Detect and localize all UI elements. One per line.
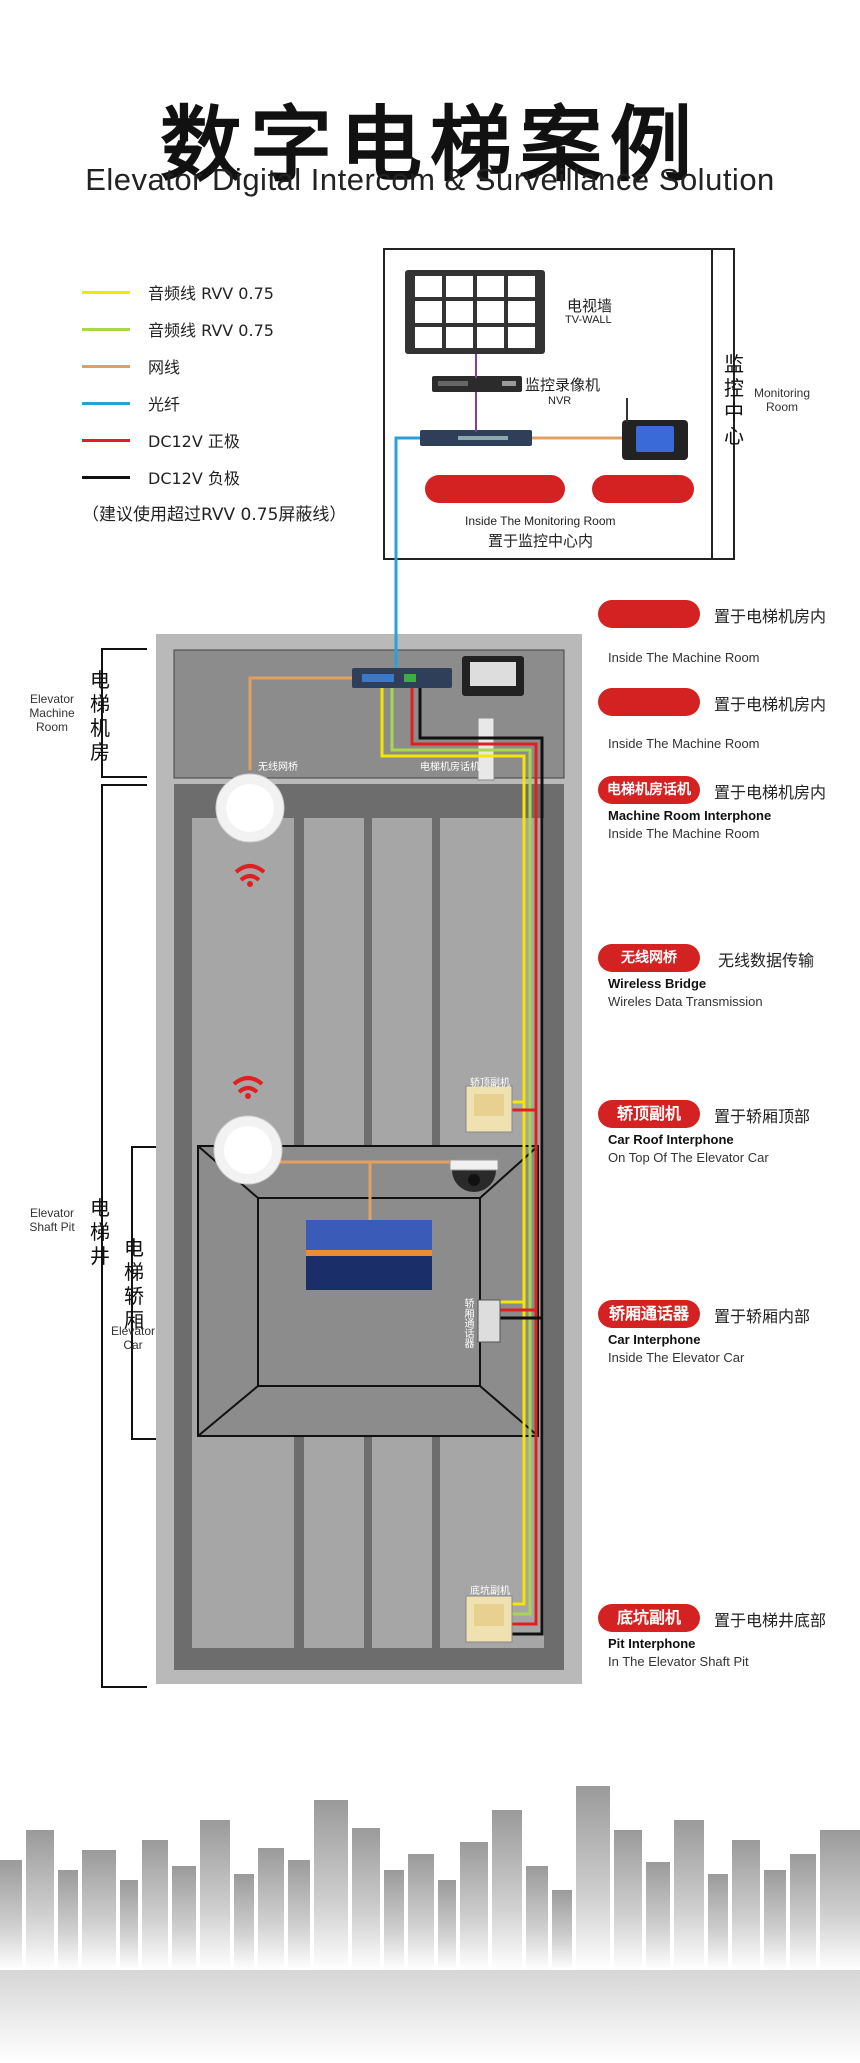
network-line bbox=[248, 676, 352, 770]
legend-swatch bbox=[82, 476, 130, 479]
wifi-signal-icon bbox=[234, 864, 266, 874]
right-label-en-1: Car Interphone bbox=[608, 1332, 701, 1347]
monitoring-room-label-en: Monitoring Room bbox=[753, 386, 811, 414]
redacted-label bbox=[598, 600, 700, 628]
right-label-pill: 轿顶副机 bbox=[598, 1100, 700, 1128]
switch-icon bbox=[420, 430, 532, 446]
car-edge bbox=[479, 1385, 539, 1437]
pit-label: 底坑副机 bbox=[470, 1586, 510, 1597]
machine-room-bracket bbox=[101, 648, 147, 778]
nvr-label-en: NVR bbox=[548, 395, 572, 407]
legend-label: 音频线 RVV 0.75 bbox=[148, 284, 274, 303]
power-line-black bbox=[418, 688, 544, 1636]
city-skyline-image bbox=[0, 1786, 860, 2063]
monitoring-inside-en: Inside The Monitoring Room bbox=[465, 514, 616, 528]
right-label-en-2: On Top Of The Elevator Car bbox=[608, 1150, 769, 1165]
legend-swatch bbox=[82, 291, 130, 294]
right-label-zh: 无线数据传输 bbox=[718, 951, 815, 970]
machine-room-label-en: Elevator Machine Room bbox=[29, 692, 75, 734]
monitoring-room-box bbox=[383, 248, 735, 560]
redacted-label bbox=[592, 475, 694, 503]
car-label-zh: 电梯轿厢 bbox=[124, 1236, 144, 1332]
car-edge bbox=[479, 1145, 539, 1199]
right-label-pill: 电梯机房话机 bbox=[598, 776, 700, 804]
right-label-zh: 置于电梯井底部 bbox=[714, 1611, 827, 1630]
right-label-zh: 置于电梯机房内 bbox=[714, 695, 827, 714]
right-label-en-1: Wireless Bridge bbox=[608, 976, 707, 991]
fiber-line bbox=[394, 436, 420, 668]
right-label-pill: 轿厢通话器 bbox=[598, 1300, 700, 1328]
shaft-pit-label-en: Elevator Shaft Pit bbox=[29, 1206, 75, 1234]
car-roof-interphone bbox=[465, 1085, 513, 1133]
monitoring-room-divider bbox=[711, 248, 713, 558]
nvr-label-zh: 监控录像机 bbox=[525, 376, 601, 394]
shaft-pit-bracket bbox=[101, 784, 147, 1688]
power-line-red bbox=[410, 688, 538, 1626]
legend-swatch bbox=[82, 328, 130, 331]
machine-room-label-zh: 电梯机房 bbox=[90, 668, 110, 764]
wifi-signal-icon bbox=[232, 1076, 264, 1086]
power-box-face bbox=[470, 662, 516, 686]
right-label-en: Inside The Machine Room bbox=[608, 736, 760, 751]
right-label-en-2: Wireles Data Transmission bbox=[608, 994, 763, 1009]
right-label-en: Inside The Machine Room bbox=[608, 650, 760, 665]
right-label-en-2: Inside The Machine Room bbox=[608, 826, 760, 841]
master-station-mic bbox=[626, 398, 628, 422]
car-interphone bbox=[477, 1299, 501, 1343]
right-label-zh: 置于轿厢内部 bbox=[714, 1307, 811, 1326]
redacted-label bbox=[425, 475, 565, 503]
right-label-zh: 置于电梯机房内 bbox=[714, 783, 827, 802]
legend-label: 光纤 bbox=[148, 395, 181, 414]
car-edge bbox=[197, 1385, 259, 1437]
redacted-label bbox=[598, 688, 700, 716]
car-bracket bbox=[131, 1146, 177, 1440]
car-roof-label: 轿顶副机 bbox=[470, 1078, 510, 1089]
legend-swatch bbox=[82, 402, 130, 405]
master-station-icon bbox=[622, 420, 688, 460]
machine-room-switch-ports bbox=[362, 674, 394, 682]
right-label-en-2: In The Elevator Shaft Pit bbox=[608, 1654, 749, 1669]
shaft-pit-label-zh: 电梯井 bbox=[90, 1196, 110, 1268]
legend-label: DC12V 负极 bbox=[148, 469, 240, 488]
machine-room-switch bbox=[352, 668, 452, 688]
pit-interphone bbox=[465, 1595, 513, 1643]
right-label-zh: 置于电梯机房内 bbox=[714, 607, 827, 626]
car-label-en: Elevator Car bbox=[110, 1324, 156, 1352]
monitoring-inside-zh: 置于监控中心内 bbox=[488, 532, 594, 550]
right-label-en-2: Inside The Elevator Car bbox=[608, 1350, 745, 1365]
tv-wall-label-zh: 电视墙 bbox=[567, 297, 613, 315]
legend-swatch bbox=[82, 365, 130, 368]
monitoring-room-label-zh: 监控中心 bbox=[724, 352, 744, 448]
right-label-zh: 置于轿厢顶部 bbox=[714, 1107, 811, 1126]
car-phone-label: 轿厢通话器 bbox=[462, 1298, 473, 1348]
right-label-pill: 底坑副机 bbox=[598, 1604, 700, 1632]
nvr-icon bbox=[432, 376, 522, 392]
car-display-sky bbox=[306, 1220, 432, 1250]
right-label-en-1: Machine Room Interphone bbox=[608, 808, 772, 823]
tv-wall-icon bbox=[405, 270, 545, 354]
machine-room-switch-led bbox=[404, 674, 416, 682]
right-label-pill: 无线网桥 bbox=[598, 944, 700, 972]
legend-label: DC12V 正极 bbox=[148, 432, 240, 451]
audio-line-green bbox=[390, 688, 532, 1616]
legend-label: 音频线 RVV 0.75 bbox=[148, 321, 274, 340]
legend-note: （建议使用超过RVV 0.75屏蔽线） bbox=[82, 505, 347, 525]
page-title: 数字电梯案例 bbox=[159, 98, 700, 193]
page-subtitle: Elevator Digital Intercom & Surveillance… bbox=[85, 162, 775, 197]
audio-line-yellow bbox=[380, 688, 526, 1606]
legend-swatch bbox=[82, 439, 130, 442]
car-display-glow bbox=[306, 1250, 432, 1256]
machine-room-phone-label: 电梯机房话机 bbox=[420, 762, 480, 773]
right-label-en-1: Pit Interphone bbox=[608, 1636, 696, 1651]
tv-wall-label-en: TV-WALL bbox=[565, 314, 612, 326]
right-label-en-1: Car Roof Interphone bbox=[608, 1132, 734, 1147]
wireless-bridge-label: 无线网桥 bbox=[258, 762, 298, 773]
legend-label: 网线 bbox=[148, 358, 181, 377]
